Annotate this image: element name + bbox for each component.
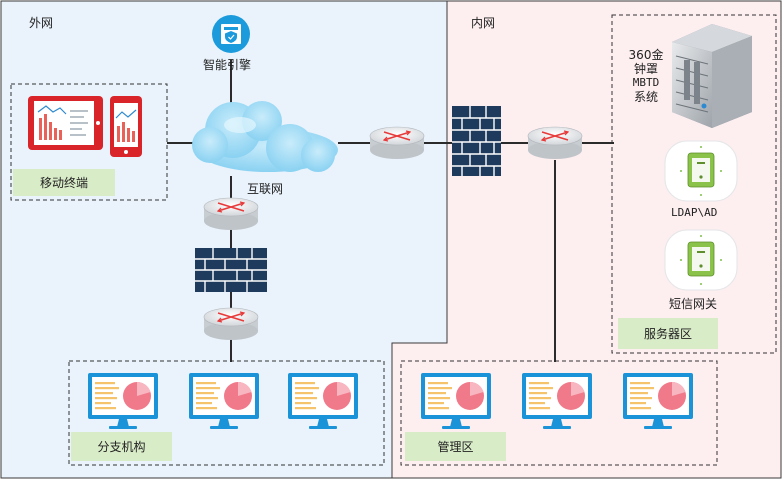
router-branch-upper-icon: [203, 197, 259, 231]
firewall-border-icon: [452, 106, 501, 176]
internet-label: 互联网: [247, 182, 284, 196]
router-border-icon: [369, 126, 425, 160]
tablet-icon: [28, 96, 103, 150]
server-group-tag: 服务器区: [618, 318, 718, 349]
server-360-label-line-4: 系统: [633, 90, 658, 104]
mobile-group-tag: 移动终端: [13, 169, 115, 196]
phone-icon: [110, 96, 142, 157]
branch-group-box: [68, 360, 385, 466]
server-360-label-line-3: MBTD: [632, 76, 660, 89]
firewall-branch-icon: [195, 248, 267, 292]
management-group-box: [400, 360, 718, 466]
sms-gateway-label: 短信网关: [669, 297, 718, 311]
branch-group-tag: 分支机构: [71, 432, 172, 461]
server-360-label-line-2: 钟罩: [633, 62, 658, 76]
management-group-tag: 管理区: [405, 432, 506, 461]
smart-engine-icon: [212, 15, 250, 53]
server-rack-icon: [672, 24, 752, 128]
server-group-box: [611, 14, 777, 354]
ldap-server-icon: [664, 140, 738, 202]
server-360-label-line-1: 360金: [628, 48, 664, 62]
server-360-label: 360金 钟罩 MBTD 系统: [628, 48, 664, 104]
router-branch-lower-icon: [203, 307, 259, 341]
router-inner-icon: [527, 126, 583, 160]
sms-gateway-server-icon: [664, 229, 738, 291]
outer-network-label: 外网: [29, 16, 54, 30]
inner-network-label: 内网: [471, 16, 496, 30]
internet-cloud-icon: [192, 101, 338, 172]
smart-engine-label: 智能引擎: [203, 58, 252, 72]
ldap-label: LDAP\AD: [671, 206, 718, 219]
